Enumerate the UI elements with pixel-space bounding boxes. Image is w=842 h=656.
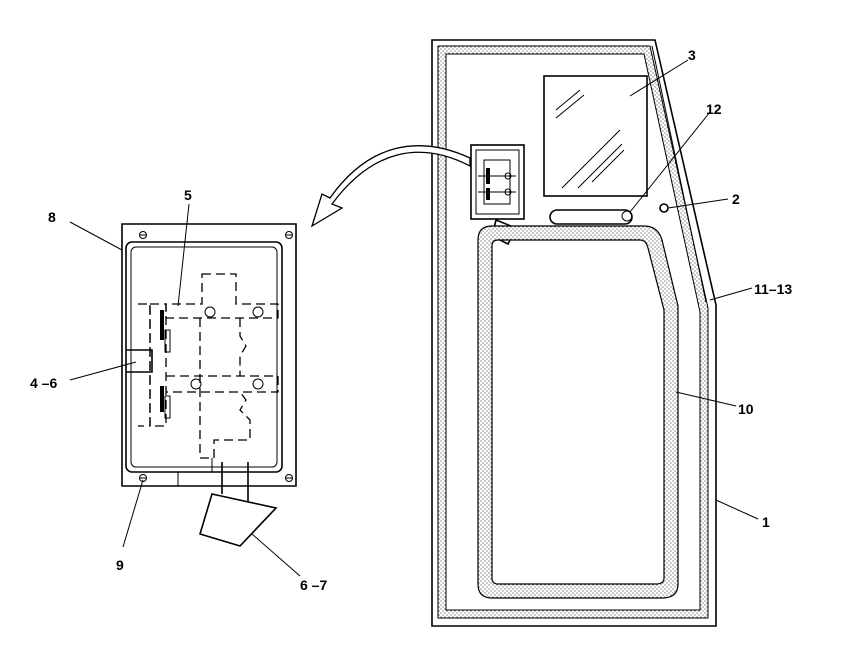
callout-12: 12 [706,101,722,117]
callout-9: 9 [116,557,124,573]
callout-5: 5 [184,187,192,203]
door-inner-edge [651,45,707,303]
leader-lines [69,59,759,577]
cable-tag [199,462,278,547]
latch-mechanism-hidden [126,273,279,459]
lock-box-housing [125,241,283,473]
callout-8: 8 [48,209,56,225]
exploded-view-arrow [310,145,471,228]
upper-window-glass [543,75,648,197]
callout-2: 2 [732,191,740,207]
mounting-screws [139,231,293,482]
bolt [659,203,669,213]
door-perimeter-seal [437,45,709,619]
lock-box-flange [121,223,297,487]
callout-6-7: 6 –7 [300,577,327,593]
door-outer-frame [431,39,717,627]
callout-11-13: 11–13 [754,281,792,297]
lower-window-seal [477,225,679,599]
door-assembly [431,39,717,627]
callout-4-6: 4 –6 [30,375,57,391]
latch-plate [549,209,633,225]
callout-1: 1 [762,514,770,530]
callout-10: 10 [738,401,754,417]
enlarged-lock-box [121,223,297,547]
callout-3: 3 [688,47,696,63]
